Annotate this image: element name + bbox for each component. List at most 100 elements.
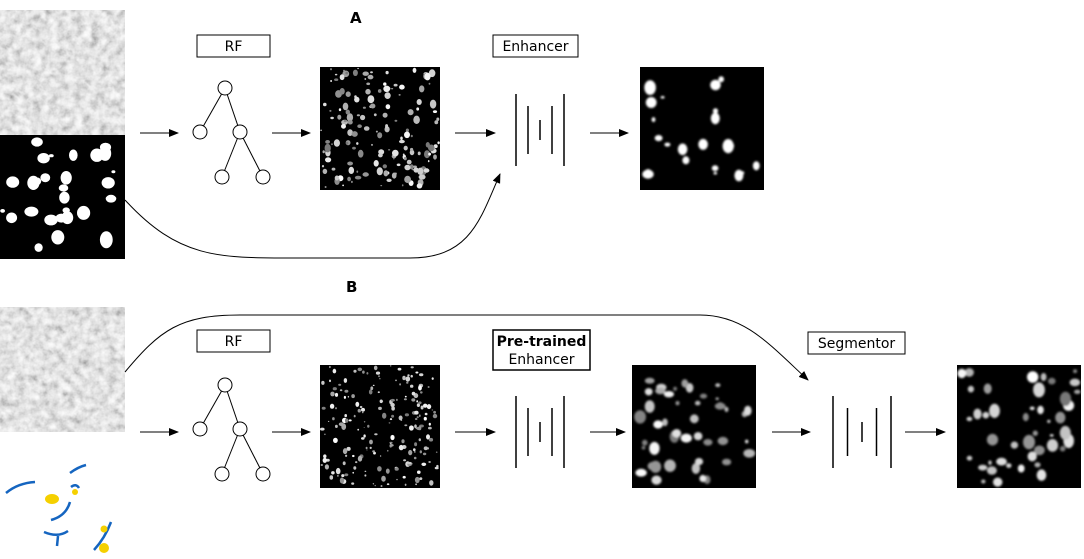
blob — [329, 475, 334, 480]
blob — [342, 184, 344, 187]
blob — [51, 230, 65, 245]
blob — [404, 164, 411, 171]
blob — [964, 368, 974, 377]
blob — [409, 425, 414, 431]
blob — [399, 139, 405, 144]
blob — [416, 107, 420, 111]
blob — [327, 420, 330, 422]
blob — [424, 72, 431, 81]
blob — [966, 455, 973, 461]
blob — [664, 459, 676, 472]
blob — [334, 73, 338, 76]
blob — [33, 177, 42, 186]
blob — [357, 455, 363, 462]
blob — [663, 391, 675, 398]
blob — [355, 401, 360, 407]
blob — [641, 445, 646, 450]
blob — [981, 479, 986, 484]
blob — [361, 437, 365, 440]
blob — [414, 418, 418, 420]
blob — [383, 85, 391, 93]
blob — [337, 114, 342, 120]
blob — [649, 441, 660, 455]
blob — [359, 405, 363, 409]
blob — [339, 88, 345, 95]
blob — [332, 417, 335, 421]
blob — [390, 398, 395, 402]
blob — [417, 167, 424, 175]
blob — [361, 407, 365, 412]
blob — [989, 403, 1000, 418]
blob — [357, 67, 360, 70]
enhancer-label-a: Enhancer — [502, 39, 568, 55]
blob — [351, 131, 358, 137]
blob — [713, 171, 718, 175]
blob — [715, 383, 721, 388]
blob — [423, 168, 430, 173]
blob — [398, 444, 404, 451]
blob — [644, 400, 655, 413]
blob — [957, 368, 967, 379]
blob — [372, 450, 375, 453]
blob — [368, 389, 373, 395]
tree-node — [192, 124, 208, 140]
blob — [1037, 405, 1044, 415]
blob — [699, 474, 707, 483]
blob — [360, 114, 366, 121]
blob — [664, 142, 671, 147]
em-image-a — [0, 10, 125, 135]
blob — [334, 392, 339, 397]
tree-node — [192, 421, 208, 437]
blob — [433, 147, 436, 150]
blob — [321, 406, 326, 410]
blob — [651, 475, 662, 485]
blob — [357, 408, 361, 413]
blob — [402, 475, 406, 479]
blob — [48, 154, 54, 158]
blob — [342, 461, 346, 466]
blob — [352, 471, 355, 474]
blob — [385, 104, 391, 110]
blob — [369, 439, 373, 445]
blob — [405, 128, 409, 133]
blob — [111, 170, 116, 174]
tree-edge — [239, 131, 264, 178]
blob — [423, 416, 427, 421]
blob — [402, 375, 406, 381]
blob — [393, 83, 398, 87]
blob — [388, 422, 391, 424]
blob — [418, 385, 422, 391]
blob — [31, 137, 43, 147]
tree-node — [214, 466, 230, 482]
blob — [1027, 371, 1039, 383]
blob — [378, 153, 383, 158]
blob — [77, 205, 91, 220]
blob — [693, 432, 703, 441]
blob — [694, 400, 701, 406]
blob — [432, 413, 438, 419]
blob — [418, 174, 426, 180]
blob — [396, 478, 398, 481]
blob — [404, 483, 407, 486]
blob — [347, 129, 353, 137]
blob — [424, 150, 430, 159]
blob — [416, 99, 422, 105]
mask-to-enhancer-arrow — [124, 173, 501, 259]
blob — [712, 108, 719, 114]
blob — [675, 401, 680, 406]
rf-probability-map-b — [320, 365, 440, 488]
blob — [752, 161, 760, 171]
blob — [0, 209, 5, 213]
blob — [413, 115, 420, 125]
enhanced-output-b — [632, 365, 756, 488]
blob — [1073, 369, 1078, 374]
blob — [424, 412, 428, 416]
blob — [385, 70, 389, 75]
blob — [744, 405, 752, 416]
blob — [414, 451, 416, 453]
blob — [428, 82, 431, 85]
blob — [369, 446, 372, 449]
blob — [1059, 391, 1072, 407]
blob — [324, 433, 326, 436]
